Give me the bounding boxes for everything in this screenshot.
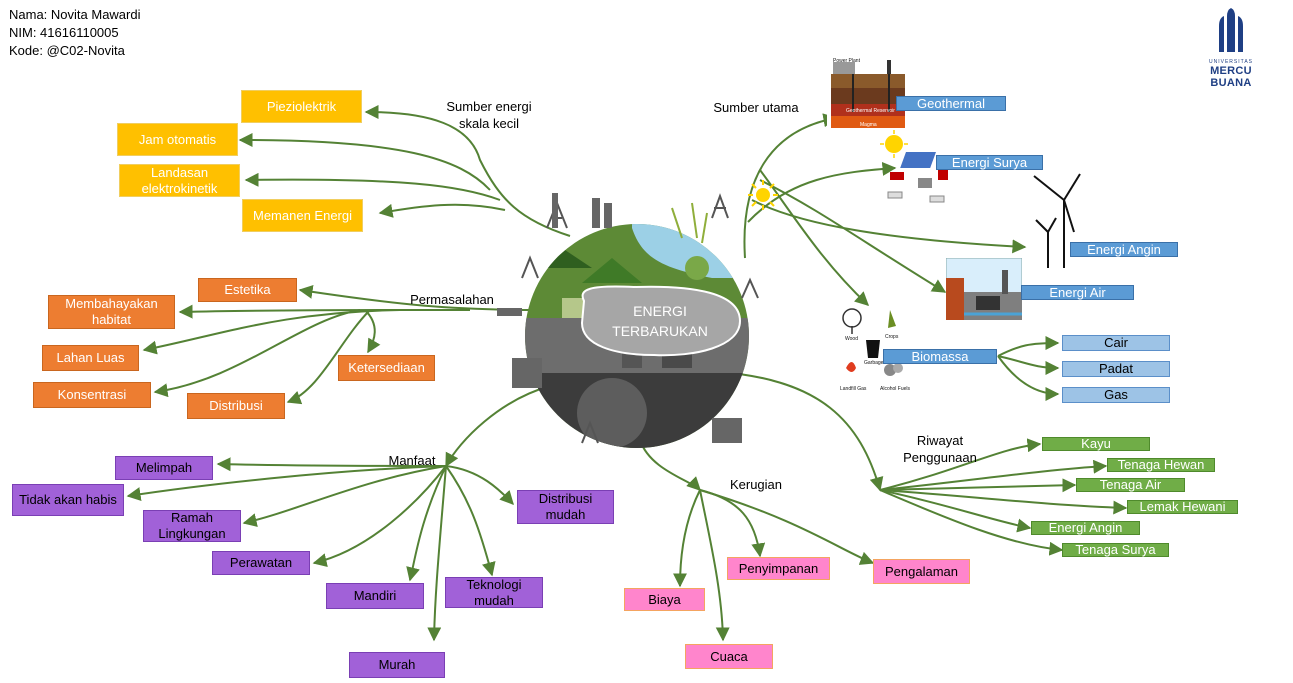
node-maintenance[interactable]: Perawatan bbox=[212, 551, 310, 575]
node-piezoelectric[interactable]: Pieziolektrik bbox=[241, 90, 362, 123]
geothermal-caption-power-plant: Power Plant bbox=[833, 58, 860, 64]
center-bubble-shape bbox=[580, 285, 742, 357]
node-water-energy[interactable]: Energi Air bbox=[1021, 285, 1134, 300]
hub-small-scale: Sumber energi skala kecil bbox=[446, 99, 532, 131]
logo-title: MERCU BUANA bbox=[1210, 65, 1252, 89]
node-biomass-gas[interactable]: Gas bbox=[1062, 387, 1170, 403]
node-abundant[interactable]: Melimpah bbox=[115, 456, 213, 480]
node-animal-fat[interactable]: Lemak Hewani bbox=[1127, 499, 1238, 514]
node-energy-harvesting[interactable]: Memanen Energi bbox=[242, 199, 363, 232]
node-aesthetics[interactable]: Estetika bbox=[198, 278, 297, 302]
student-name: Nama: Novita Mawardi bbox=[9, 7, 141, 22]
hub-history: Riwayat Penggunaan bbox=[903, 433, 977, 465]
node-distribution[interactable]: Distribusi bbox=[187, 393, 285, 419]
hub-main-source: Sumber utama bbox=[713, 100, 799, 115]
biomass-caption-wood: Wood bbox=[845, 336, 858, 342]
geothermal-picture bbox=[827, 56, 907, 130]
geothermal-caption-reservoir: Geothermal Reservoir bbox=[846, 108, 895, 114]
mercu-buana-emblem-icon bbox=[1219, 8, 1243, 52]
node-wind-energy[interactable]: Energi Angin bbox=[1070, 242, 1178, 257]
node-solar-energy[interactable]: Energi Surya bbox=[936, 155, 1043, 170]
node-availability[interactable]: Ketersediaan bbox=[338, 355, 435, 381]
center-topic: ENERGI TERBARUKAN bbox=[574, 283, 746, 359]
node-biomass[interactable]: Biomassa bbox=[883, 349, 997, 364]
node-water-power[interactable]: Tenaga Air bbox=[1076, 477, 1185, 492]
node-geothermal[interactable]: Geothermal bbox=[896, 96, 1006, 111]
node-easy-distribution[interactable]: Distribusi mudah bbox=[517, 490, 614, 524]
solar-system-picture bbox=[880, 130, 948, 203]
hydro-plant-picture bbox=[946, 258, 1022, 320]
node-habitat-danger[interactable]: Membahayakan habitat bbox=[48, 295, 175, 329]
student-info: Nama: Novita Mawardi NIM: 41616110005 Ko… bbox=[9, 6, 141, 60]
biomass-caption-alcohol-fuels: Alcohol Fuels bbox=[880, 386, 911, 392]
node-cost[interactable]: Biaya bbox=[624, 588, 705, 611]
node-large-land[interactable]: Lahan Luas bbox=[42, 345, 139, 371]
logo-subtitle: UNIVERSITAS bbox=[1209, 59, 1253, 65]
node-weather[interactable]: Cuaca bbox=[685, 644, 773, 669]
university-logo: UNIVERSITAS MERCU BUANA bbox=[1188, 8, 1274, 89]
hub-drawbacks: Kerugian bbox=[729, 477, 783, 492]
wind-turbine-picture bbox=[1033, 173, 1081, 268]
hub-problems: Permasalahan bbox=[410, 292, 494, 307]
geothermal-caption-magma: Magma bbox=[860, 122, 877, 128]
node-biomass-liquid[interactable]: Cair bbox=[1062, 335, 1170, 351]
biomass-picture bbox=[842, 308, 903, 376]
node-automatic-clock[interactable]: Jam otomatis bbox=[117, 123, 238, 156]
biomass-caption-garbage: Garbage bbox=[864, 360, 884, 366]
node-wind-power[interactable]: Energi Angin bbox=[1031, 520, 1140, 535]
node-solar-power[interactable]: Tenaga Surya bbox=[1062, 542, 1169, 557]
node-eco-friendly[interactable]: Ramah Lingkungan bbox=[143, 510, 241, 542]
node-independent[interactable]: Mandiri bbox=[326, 583, 424, 609]
node-experience[interactable]: Pengalaman bbox=[873, 559, 970, 584]
student-nim: NIM: 41616110005 bbox=[9, 25, 119, 40]
node-cheap[interactable]: Murah bbox=[349, 652, 445, 678]
node-easy-technology[interactable]: Teknologi mudah bbox=[445, 577, 543, 608]
sun-icon bbox=[748, 180, 778, 210]
node-biomass-solid[interactable]: Padat bbox=[1062, 361, 1170, 377]
node-concentration[interactable]: Konsentrasi bbox=[33, 382, 151, 408]
node-inexhaustible[interactable]: Tidak akan habis bbox=[12, 484, 124, 516]
node-animal-power[interactable]: Tenaga Hewan bbox=[1107, 457, 1215, 472]
center-topic-label: ENERGI TERBARUKAN bbox=[612, 303, 708, 339]
node-wood[interactable]: Kayu bbox=[1042, 436, 1150, 451]
hub-benefits: Manfaat bbox=[388, 453, 436, 468]
student-code: Kode: @C02-Novita bbox=[9, 43, 125, 58]
biomass-caption-landfill-gas: Landfill Gas bbox=[840, 386, 867, 392]
node-storage[interactable]: Penyimpanan bbox=[727, 557, 830, 580]
node-electrokinetic-runway[interactable]: Landasan elektrokinetik bbox=[119, 164, 240, 197]
biomass-caption-crops: Crops bbox=[885, 334, 899, 340]
